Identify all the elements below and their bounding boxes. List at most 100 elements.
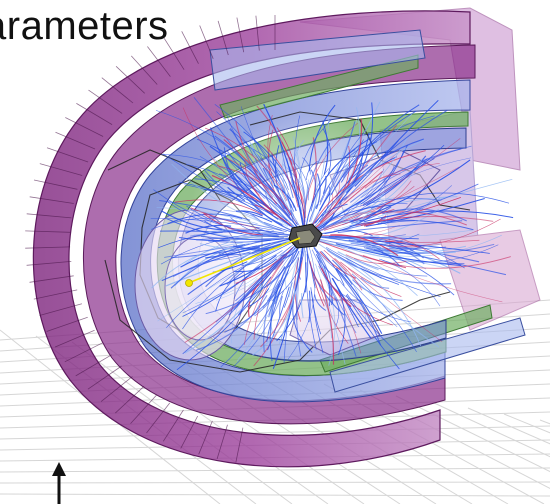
particle-track (335, 289, 362, 354)
particle-track (263, 266, 286, 353)
particle-track (263, 103, 304, 226)
particle-track (369, 245, 507, 276)
particle-track (366, 155, 427, 207)
particle-track (291, 139, 305, 188)
particle-track (366, 234, 502, 257)
particle-track (335, 236, 384, 253)
particle-track (353, 258, 428, 277)
particle-track (318, 243, 372, 281)
particle-track (226, 115, 274, 198)
particle-track (311, 238, 424, 252)
particle-track (161, 210, 223, 231)
shell-segment-line (26, 261, 72, 266)
particle-track (182, 107, 258, 203)
particle-track (314, 198, 442, 230)
particle-track (320, 137, 408, 228)
shell-segment-line (235, 427, 244, 463)
particle-track (234, 173, 291, 227)
particle-track (205, 246, 260, 259)
particle-track (352, 279, 403, 301)
particle-track (203, 213, 264, 236)
particle-track (209, 145, 300, 230)
particle-track (263, 144, 299, 208)
particle-track (236, 210, 263, 217)
particle-track (335, 268, 382, 346)
particle-track (271, 241, 306, 302)
shell-segment-line (33, 289, 78, 300)
particle-track (171, 242, 271, 259)
particle-track (322, 128, 332, 176)
outer-calorimeter-shell (32, 10, 476, 468)
shell-segment-line (29, 196, 74, 204)
particle-track (156, 207, 258, 224)
particle-track (199, 155, 253, 194)
particle-track (354, 99, 439, 187)
particle-track (239, 142, 289, 190)
particle-track (221, 157, 293, 232)
shell-segment-line (33, 179, 78, 190)
particle-track (193, 97, 270, 194)
particle-track (321, 250, 345, 286)
particle-track (229, 128, 286, 210)
shell-segment-line (64, 342, 103, 363)
shell-segment-line (101, 77, 134, 104)
particle-track (312, 244, 348, 278)
particle-track (356, 236, 425, 265)
shell-segment-line (39, 303, 83, 316)
particle-track (309, 261, 338, 302)
particle-track (328, 156, 350, 195)
particle-track (170, 239, 272, 289)
particle-track (350, 210, 372, 224)
particle-track (359, 239, 480, 243)
particle-track (338, 102, 374, 204)
shell-segment-line (54, 329, 95, 348)
particle-track (161, 154, 254, 190)
particle-track (243, 260, 284, 345)
shell-segment-line (131, 55, 158, 85)
shell-segment-line (65, 117, 104, 137)
shell-segment-line (130, 394, 157, 424)
particle-track (237, 244, 296, 316)
shell-segment-line (255, 15, 260, 51)
vertex-detector (288, 223, 323, 249)
particle-track (346, 259, 422, 347)
shell-segment-line (115, 66, 145, 94)
shell-segment-line (180, 415, 199, 449)
particle-track (157, 269, 241, 322)
particle-track (324, 300, 333, 339)
particle-track (227, 186, 246, 202)
particle-track (317, 212, 335, 231)
shell-segment-line (88, 89, 123, 114)
particle-track (224, 269, 290, 333)
particle-track (312, 170, 383, 231)
particle-track (238, 125, 274, 188)
shell-segment-line (181, 31, 199, 64)
particle-track (319, 118, 363, 223)
particle-tracks (150, 97, 514, 371)
particle-track (167, 213, 243, 225)
particle-track (164, 243, 246, 258)
particle-track (265, 192, 285, 222)
particle-track (362, 254, 511, 269)
particle-track (332, 259, 353, 285)
particle-track (295, 153, 302, 183)
particle-track (376, 220, 415, 226)
particle-track (292, 300, 313, 353)
particle-track (262, 247, 302, 296)
particle-track (256, 105, 300, 195)
particle-track (184, 285, 263, 354)
particle-track (381, 259, 441, 307)
shell-segment-line (26, 213, 72, 219)
shell-segment-line (146, 402, 171, 434)
highlighted-track (185, 237, 301, 287)
particle-track (267, 115, 285, 205)
particle-track (315, 263, 346, 365)
shell-segment-line (76, 103, 113, 125)
particle-track (219, 254, 277, 287)
particle-track (359, 157, 472, 204)
particle-track (303, 142, 331, 230)
particle-track (196, 237, 228, 241)
particle-track (204, 127, 288, 201)
particle-track (155, 110, 269, 190)
